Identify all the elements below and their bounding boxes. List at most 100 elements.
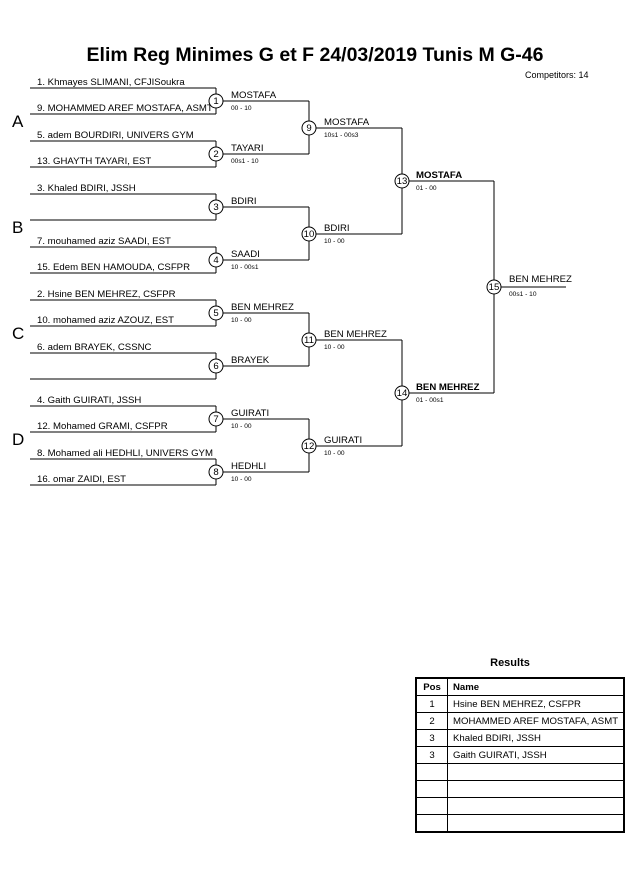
- winner-label: BEN MEHREZ: [231, 302, 294, 313]
- results-pos: [415, 814, 448, 833]
- group-letter: D: [12, 430, 24, 449]
- score-label: 10 - 00s1: [231, 264, 259, 271]
- player-label: 5. adem BOURDIRI, UNIVERS GYM: [37, 130, 194, 141]
- bout-number: 13: [397, 176, 408, 187]
- bout-number-circle: [208, 358, 224, 374]
- results-header-name: Name: [447, 677, 625, 696]
- bout-number: 1: [213, 96, 218, 107]
- player-label: 10. mohamed aziz AZOUZ, EST: [37, 315, 174, 326]
- player-label: 16. omar ZAIDI, EST: [37, 474, 126, 485]
- winner-label: BEN MEHREZ: [416, 382, 480, 393]
- final-winner-label: BEN MEHREZ: [509, 274, 572, 285]
- results-row: [415, 814, 625, 833]
- player-label: 4. Gaith GUIRATI, JSSH: [37, 395, 141, 406]
- group-letter: A: [12, 112, 24, 131]
- winner-label: MOSTAFA: [231, 90, 277, 101]
- bout-number: 10: [304, 229, 315, 240]
- winner-label: HEDHLI: [231, 461, 266, 472]
- score-label: 00 - 10: [231, 105, 252, 112]
- results-pos: 3: [415, 746, 448, 764]
- bout-number-circle: [486, 279, 502, 295]
- winner-label: SAADI: [231, 249, 260, 260]
- winner-label: MOSTAFA: [324, 117, 370, 128]
- winner-label: BRAYEK: [231, 355, 270, 366]
- score-label: 10 - 00: [324, 450, 345, 457]
- results-name: MOHAMMED AREF MOSTAFA, ASMT: [447, 712, 625, 730]
- bout-number: 2: [213, 149, 218, 160]
- results-name: Hsine BEN MEHREZ, CSFPR: [447, 695, 625, 713]
- bout-number-circle: [208, 93, 224, 109]
- results-header-row: Pos Name: [415, 677, 625, 696]
- player-label: 6. adem BRAYEK, CSSNC: [37, 342, 152, 353]
- results-name: Gaith GUIRATI, JSSH: [447, 746, 625, 764]
- results-pos: [415, 763, 448, 781]
- winner-label: BDIRI: [231, 196, 257, 207]
- group-letter: B: [12, 218, 23, 237]
- results-row: [415, 797, 625, 815]
- results-name: [447, 780, 625, 798]
- results-pos: 1: [415, 695, 448, 713]
- results-pos: [415, 797, 448, 815]
- score-label: 10 - 00: [324, 238, 345, 245]
- bout-number-circle: [301, 226, 317, 242]
- results-pos: 2: [415, 712, 448, 730]
- winner-label: GUIRATI: [324, 435, 362, 446]
- results-name: [447, 814, 625, 833]
- competitors-count: Competitors: 14: [525, 70, 589, 80]
- results-header-pos: Pos: [415, 677, 448, 696]
- score-label: 10 - 00: [231, 317, 252, 324]
- bout-number: 8: [213, 467, 218, 478]
- player-label: 9. MOHAMMED AREF MOSTAFA, ASMT: [37, 103, 213, 114]
- bout-number: 3: [213, 202, 218, 213]
- winner-label: MOSTAFA: [416, 170, 462, 181]
- bout-number: 6: [213, 361, 218, 372]
- score-label: 00s1 - 10: [231, 158, 259, 165]
- results-title: Results: [490, 657, 530, 669]
- bout-number-circle: [301, 332, 317, 348]
- bout-number-circle: [208, 199, 224, 215]
- player-label: 3. Khaled BDIRI, JSSH: [37, 183, 136, 194]
- page-title: Elim Reg Minimes G et F 24/03/2019 Tunis…: [86, 44, 544, 66]
- bout-number-circle: [208, 305, 224, 321]
- bout-number: 14: [397, 388, 408, 399]
- bout-number-circle: [394, 173, 410, 189]
- results-pos: [415, 780, 448, 798]
- bout-number-circle: [301, 438, 317, 454]
- results-name: [447, 797, 625, 815]
- group-letter: C: [12, 324, 24, 343]
- winner-label: GUIRATI: [231, 408, 269, 419]
- player-label: 7. mouhamed aziz SAADI, EST: [37, 236, 171, 247]
- results-name: [447, 763, 625, 781]
- results-row: [415, 780, 625, 798]
- player-label: 12. Mohamed GRAMI, CSFPR: [37, 421, 168, 432]
- bout-number-circle: [208, 411, 224, 427]
- player-label: 15. Edem BEN HAMOUDA, CSFPR: [37, 262, 190, 273]
- bout-number: 4: [213, 255, 219, 266]
- results-name: Khaled BDIRI, JSSH: [447, 729, 625, 747]
- player-label: 8. Mohamed ali HEDHLI, UNIVERS GYM: [37, 448, 213, 459]
- score-label: 10 - 00: [231, 423, 252, 430]
- bout-number-circle: [301, 120, 317, 136]
- score-label: 01 - 00s1: [416, 397, 444, 404]
- tournament-bracket: 1. Khmayes SLIMANI, CFJISoukra 9. MOHAMME…: [12, 77, 572, 486]
- player-label: 13. GHAYTH TAYARI, EST: [37, 156, 151, 167]
- player-label: 1. Khmayes SLIMANI, CFJISoukra: [37, 77, 185, 88]
- final-score-label: 00s1 - 10: [509, 291, 537, 298]
- bout-number: 5: [213, 308, 218, 319]
- score-label: 10s1 - 00s3: [324, 132, 359, 139]
- score-label: 01 - 00: [416, 185, 437, 192]
- bout-number: 15: [489, 282, 500, 293]
- bout-number-circle: [208, 252, 224, 268]
- player-label: 2. Hsine BEN MEHREZ, CSFPR: [37, 289, 176, 300]
- results-pos: 3: [415, 729, 448, 747]
- bout-number: 11: [304, 335, 314, 346]
- bout-number-circle: [208, 146, 224, 162]
- bout-number: 12: [304, 441, 315, 452]
- winner-label: BDIRI: [324, 223, 350, 234]
